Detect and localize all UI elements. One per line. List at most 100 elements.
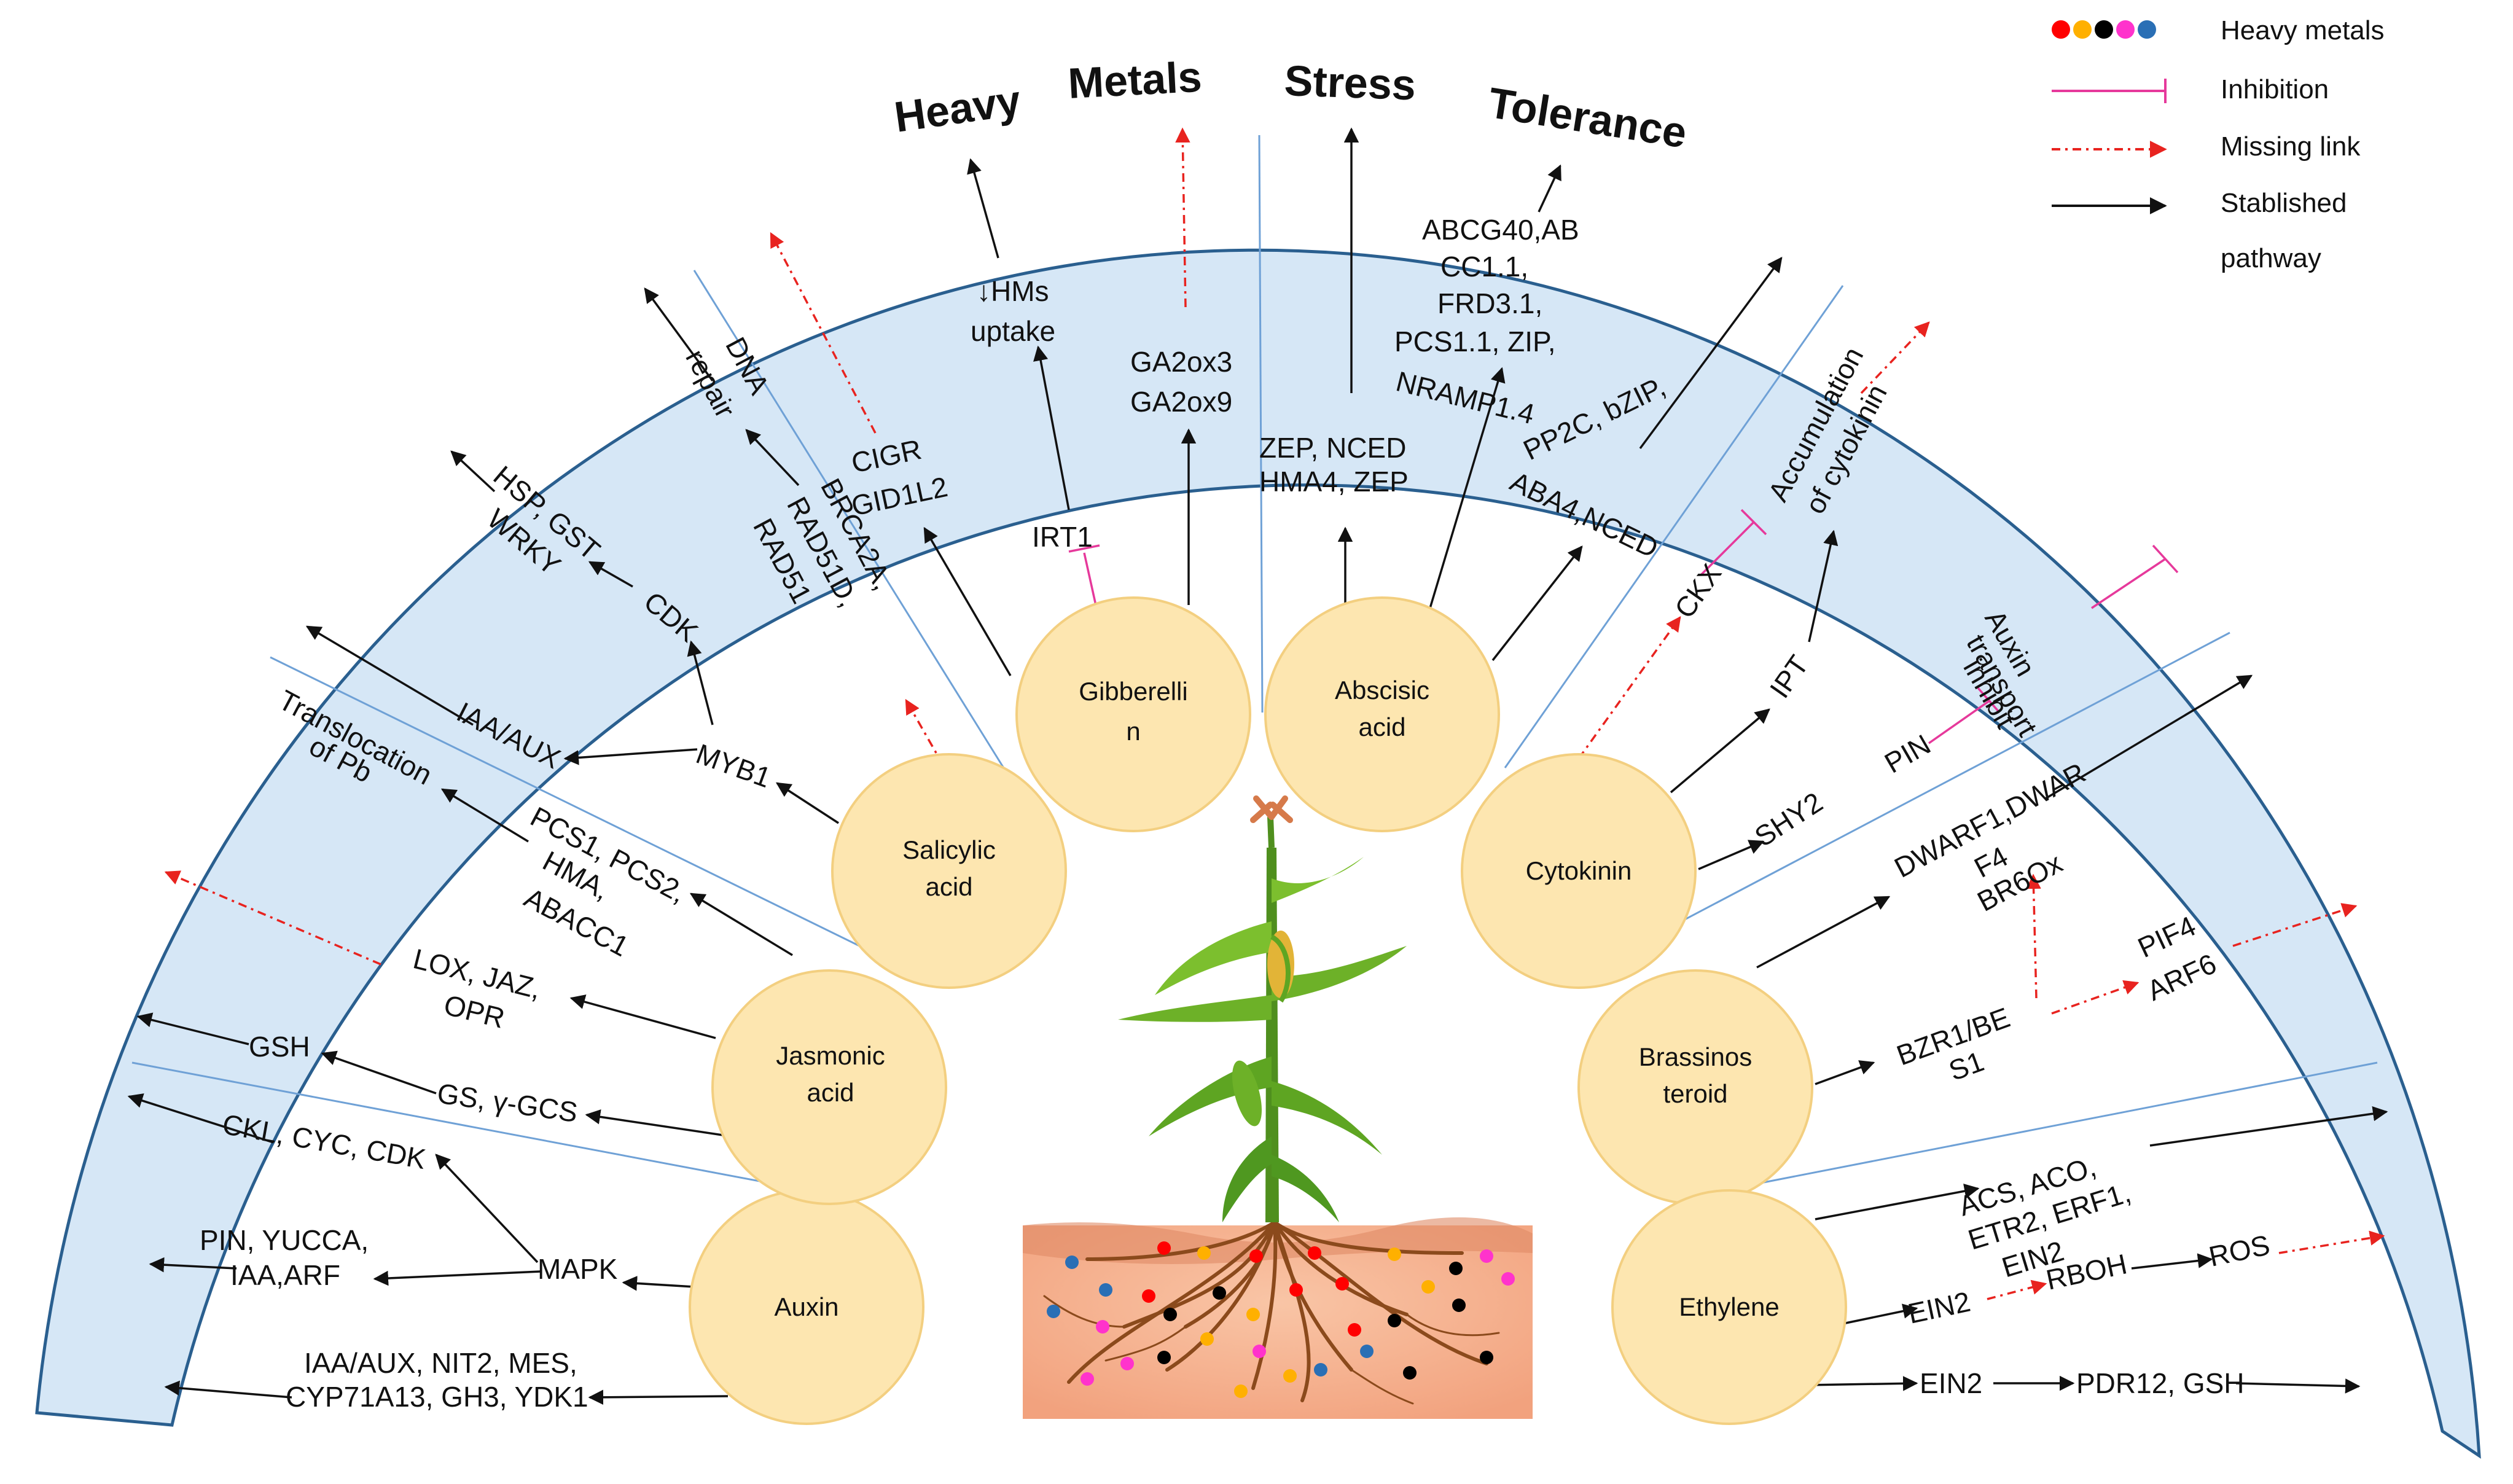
sector-dividers: [131, 135, 2378, 1190]
arrow: [2232, 903, 2358, 947]
mapk-label: MAPK: [537, 1253, 618, 1285]
inhibition-line: [2091, 558, 2166, 609]
inhibition-line: [1928, 699, 1991, 744]
legend-missing-link: Missing link: [2221, 131, 2361, 162]
arrow: [164, 1380, 292, 1399]
arrow: [1805, 1376, 1918, 1391]
arrow: [1815, 1184, 1980, 1220]
lox-2: OPR: [441, 988, 508, 1034]
zep-1: ZEP, NCED: [1259, 432, 1406, 464]
auxin-genes-1: IAA/AUX, NIT2, MES,: [304, 1347, 577, 1379]
inhibition-bar: [1977, 687, 2001, 714]
abcg-3: FRD3.1,: [1437, 287, 1542, 319]
legend-established-2: pathway: [2221, 243, 2321, 273]
gs-label: GS, γ-GCS: [436, 1077, 580, 1128]
heavy-metal-dots-icon: [2052, 20, 2156, 39]
gibberellin-label-2: n: [1126, 717, 1140, 746]
pin-yucca-1: PIN, YUCCA,: [200, 1224, 369, 1256]
ckx-label: CKX: [1668, 558, 1728, 623]
arrow: [2051, 980, 2140, 1015]
metal-particles: [1047, 1241, 1515, 1398]
arrow: [687, 640, 714, 725]
pcs-3: ABACC1: [519, 881, 634, 963]
salicylic-label-2: acid: [925, 872, 972, 901]
arrow: [164, 870, 381, 966]
arrow: [1491, 545, 1583, 662]
legend-inhibition: Inhibition: [2221, 74, 2329, 104]
abcg-2: CC1.1,: [1440, 251, 1528, 283]
hormone-circles: [689, 596, 1847, 1425]
legend-established-1: Stablished: [2221, 188, 2347, 218]
jasmonic-acid-circle: [711, 969, 947, 1205]
title: Heavy Metals Stress Tolerance: [891, 53, 1690, 157]
arrow: [1860, 321, 1930, 394]
shy2-label: SHY2: [1749, 786, 1828, 853]
title-metals: Metals: [1067, 53, 1203, 107]
ein2-b: EIN2: [1920, 1367, 1982, 1399]
ga-2: GA2ox9: [1130, 386, 1232, 418]
jasmonic-label-2: acid: [807, 1078, 854, 1107]
arrow: [305, 625, 474, 726]
arrow: [588, 561, 633, 588]
arrow: [923, 526, 1012, 676]
arrow: [2235, 1378, 2361, 1394]
arrow: [321, 1050, 437, 1095]
arrow: [569, 994, 716, 1039]
title-heavy: Heavy: [891, 76, 1023, 141]
arrow: [440, 788, 529, 843]
legend-heavy-metals: Heavy metals: [2221, 15, 2385, 45]
irt1-label: IRT1: [1032, 521, 1093, 553]
arrow: [967, 158, 999, 259]
salicylic-acid-circle: [831, 753, 1067, 989]
title-stress: Stress: [1283, 57, 1417, 109]
arrow: [2149, 1106, 2388, 1147]
arrow: [149, 1257, 237, 1273]
ros-label: ROS: [2206, 1228, 2272, 1273]
arrow: [1577, 616, 1681, 760]
arrow: [1808, 529, 1839, 642]
arrow: [588, 1389, 729, 1405]
cytokinin-label: Cytokinin: [1526, 856, 1632, 885]
arrow: [1987, 1279, 2047, 1300]
abscisic-label-1: Abscisic: [1335, 676, 1429, 705]
auxin-genes-2: CYP71A13, GH3, YDK1: [286, 1381, 588, 1413]
arrow: [1670, 708, 1770, 794]
arrow: [563, 748, 698, 765]
salicylic-label-1: Salicylic: [902, 835, 996, 864]
ipt-label: IPT: [1764, 649, 1815, 703]
cytokinin-circle: [1461, 753, 1697, 989]
arrow: [775, 782, 839, 824]
arrow: [1538, 164, 1561, 213]
pin-yucca-2: IAA,ARF: [230, 1259, 340, 1291]
arrow: [1698, 840, 1765, 870]
inhibition-bar: [1068, 544, 1100, 553]
pathway-arrows: [127, 127, 2388, 1405]
myb1-label: MYB1: [692, 738, 775, 794]
gsh-label: GSH: [249, 1031, 310, 1063]
arrow: [2026, 873, 2041, 999]
arrow: [622, 1276, 695, 1291]
title-tolerance: Tolerance: [1485, 79, 1690, 157]
tolerance-arch-band: [35, 248, 2481, 1459]
arrow: [1639, 257, 1783, 450]
hms-1: ↓HMs: [977, 275, 1049, 307]
arrow: [1175, 127, 1190, 308]
zep-2: HMA4, ZEP: [1259, 466, 1409, 498]
arrow: [450, 450, 496, 493]
arrow: [1815, 1060, 1875, 1085]
hormone-labels: Auxin Jasmonic acid Salicylic acid Gibbe…: [774, 676, 1779, 1321]
arrow: [373, 1270, 541, 1286]
abscisic-label-2: acid: [1358, 713, 1405, 741]
arrow: [1427, 367, 1506, 615]
arrow: [770, 232, 877, 434]
arrow: [1756, 896, 1891, 969]
inhibition-symbol-icon: [2052, 79, 2167, 103]
maize-plant: [1118, 795, 1407, 1222]
brassino-label-1: Brassinos: [1639, 1042, 1752, 1071]
arrow: [435, 1154, 539, 1263]
abcg-4: PCS1.1, ZIP,: [1394, 326, 1556, 357]
pin-label: PIN: [1879, 728, 1936, 779]
inhibition-bar: [1740, 509, 1767, 536]
inhibition-bar: [2152, 544, 2179, 574]
